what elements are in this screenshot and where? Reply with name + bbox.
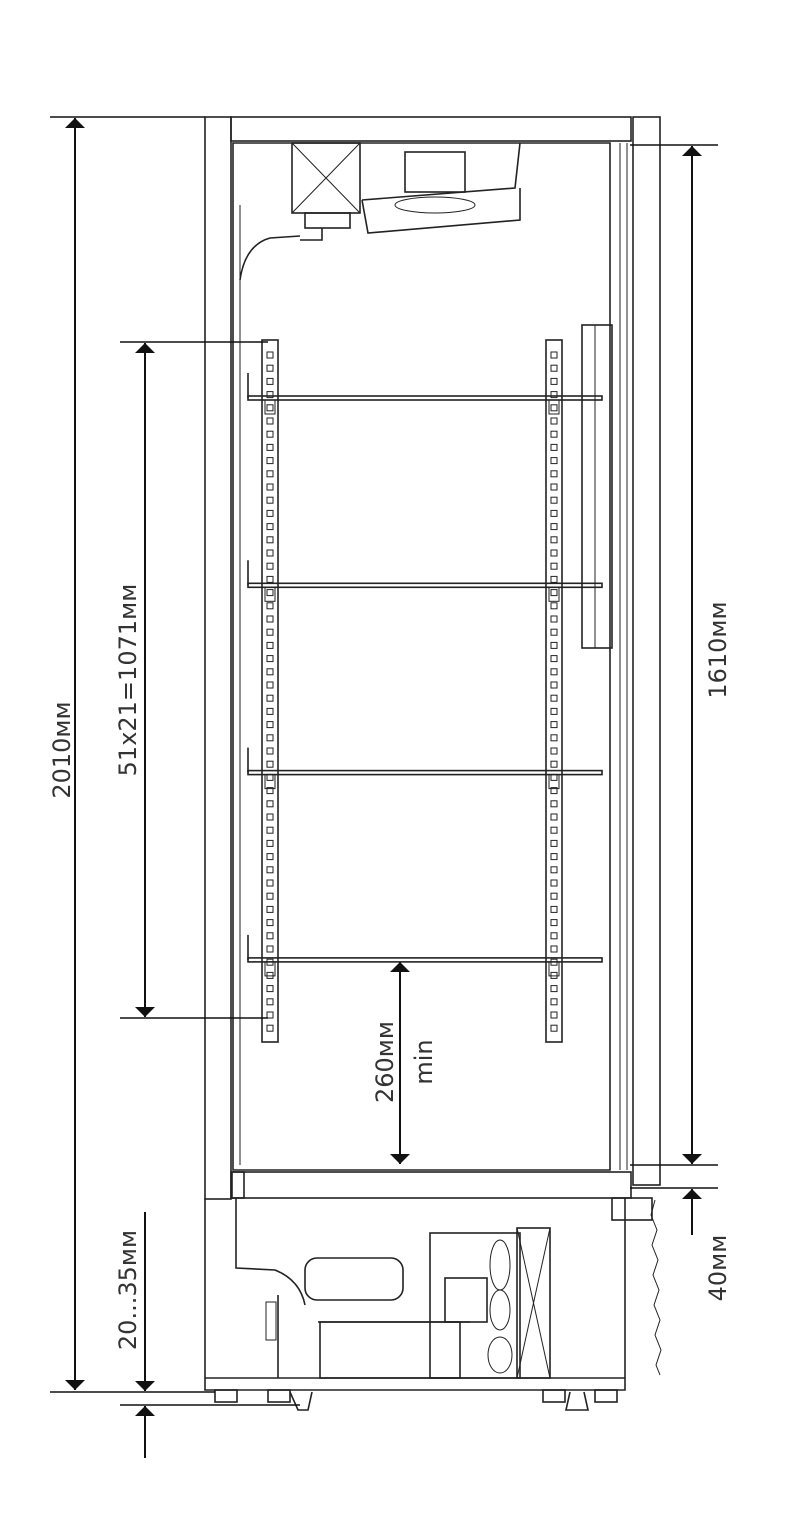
shelf-rail [545, 339, 563, 1043]
shelf [247, 373, 603, 415]
shelf-rails [261, 339, 563, 1043]
cabinet-insulation [204, 116, 661, 1200]
dimension-door-height: 1610мм [630, 144, 732, 1166]
shelf [247, 560, 603, 602]
feet [214, 1389, 618, 1411]
label-shelf-range: 51x21=1071мм [114, 584, 142, 777]
label-total-height: 2010мм [48, 701, 76, 798]
label-shelf-gap-note: min [410, 1039, 438, 1084]
shelf [247, 934, 603, 977]
shelf [247, 747, 603, 790]
fan-icon [489, 1239, 511, 1291]
label-feet-adjust: 20...35мм [114, 1230, 142, 1350]
dimension-shelf-range: 51x21=1071мм [114, 341, 268, 1019]
label-shelf-gap: 260мм [371, 1021, 399, 1103]
door-handle [581, 324, 613, 649]
evaporator-unit [239, 142, 521, 281]
shelves [247, 373, 603, 977]
inner-liner [232, 142, 628, 1171]
dimension-total-height: 2010мм [48, 116, 215, 1393]
condenser [516, 1227, 551, 1379]
label-bottom-offset: 40мм [704, 1235, 732, 1302]
label-door-height: 1610мм [704, 601, 732, 698]
compressor [304, 1257, 404, 1301]
dimension-shelf-gap: 260мм min [371, 962, 438, 1164]
machine-compartment [204, 1171, 662, 1391]
dimension-feet-adjust: 20...35мм [114, 1212, 300, 1458]
dimension-bottom-offset: 40мм [630, 1187, 732, 1302]
shelf-rail [261, 339, 279, 1043]
